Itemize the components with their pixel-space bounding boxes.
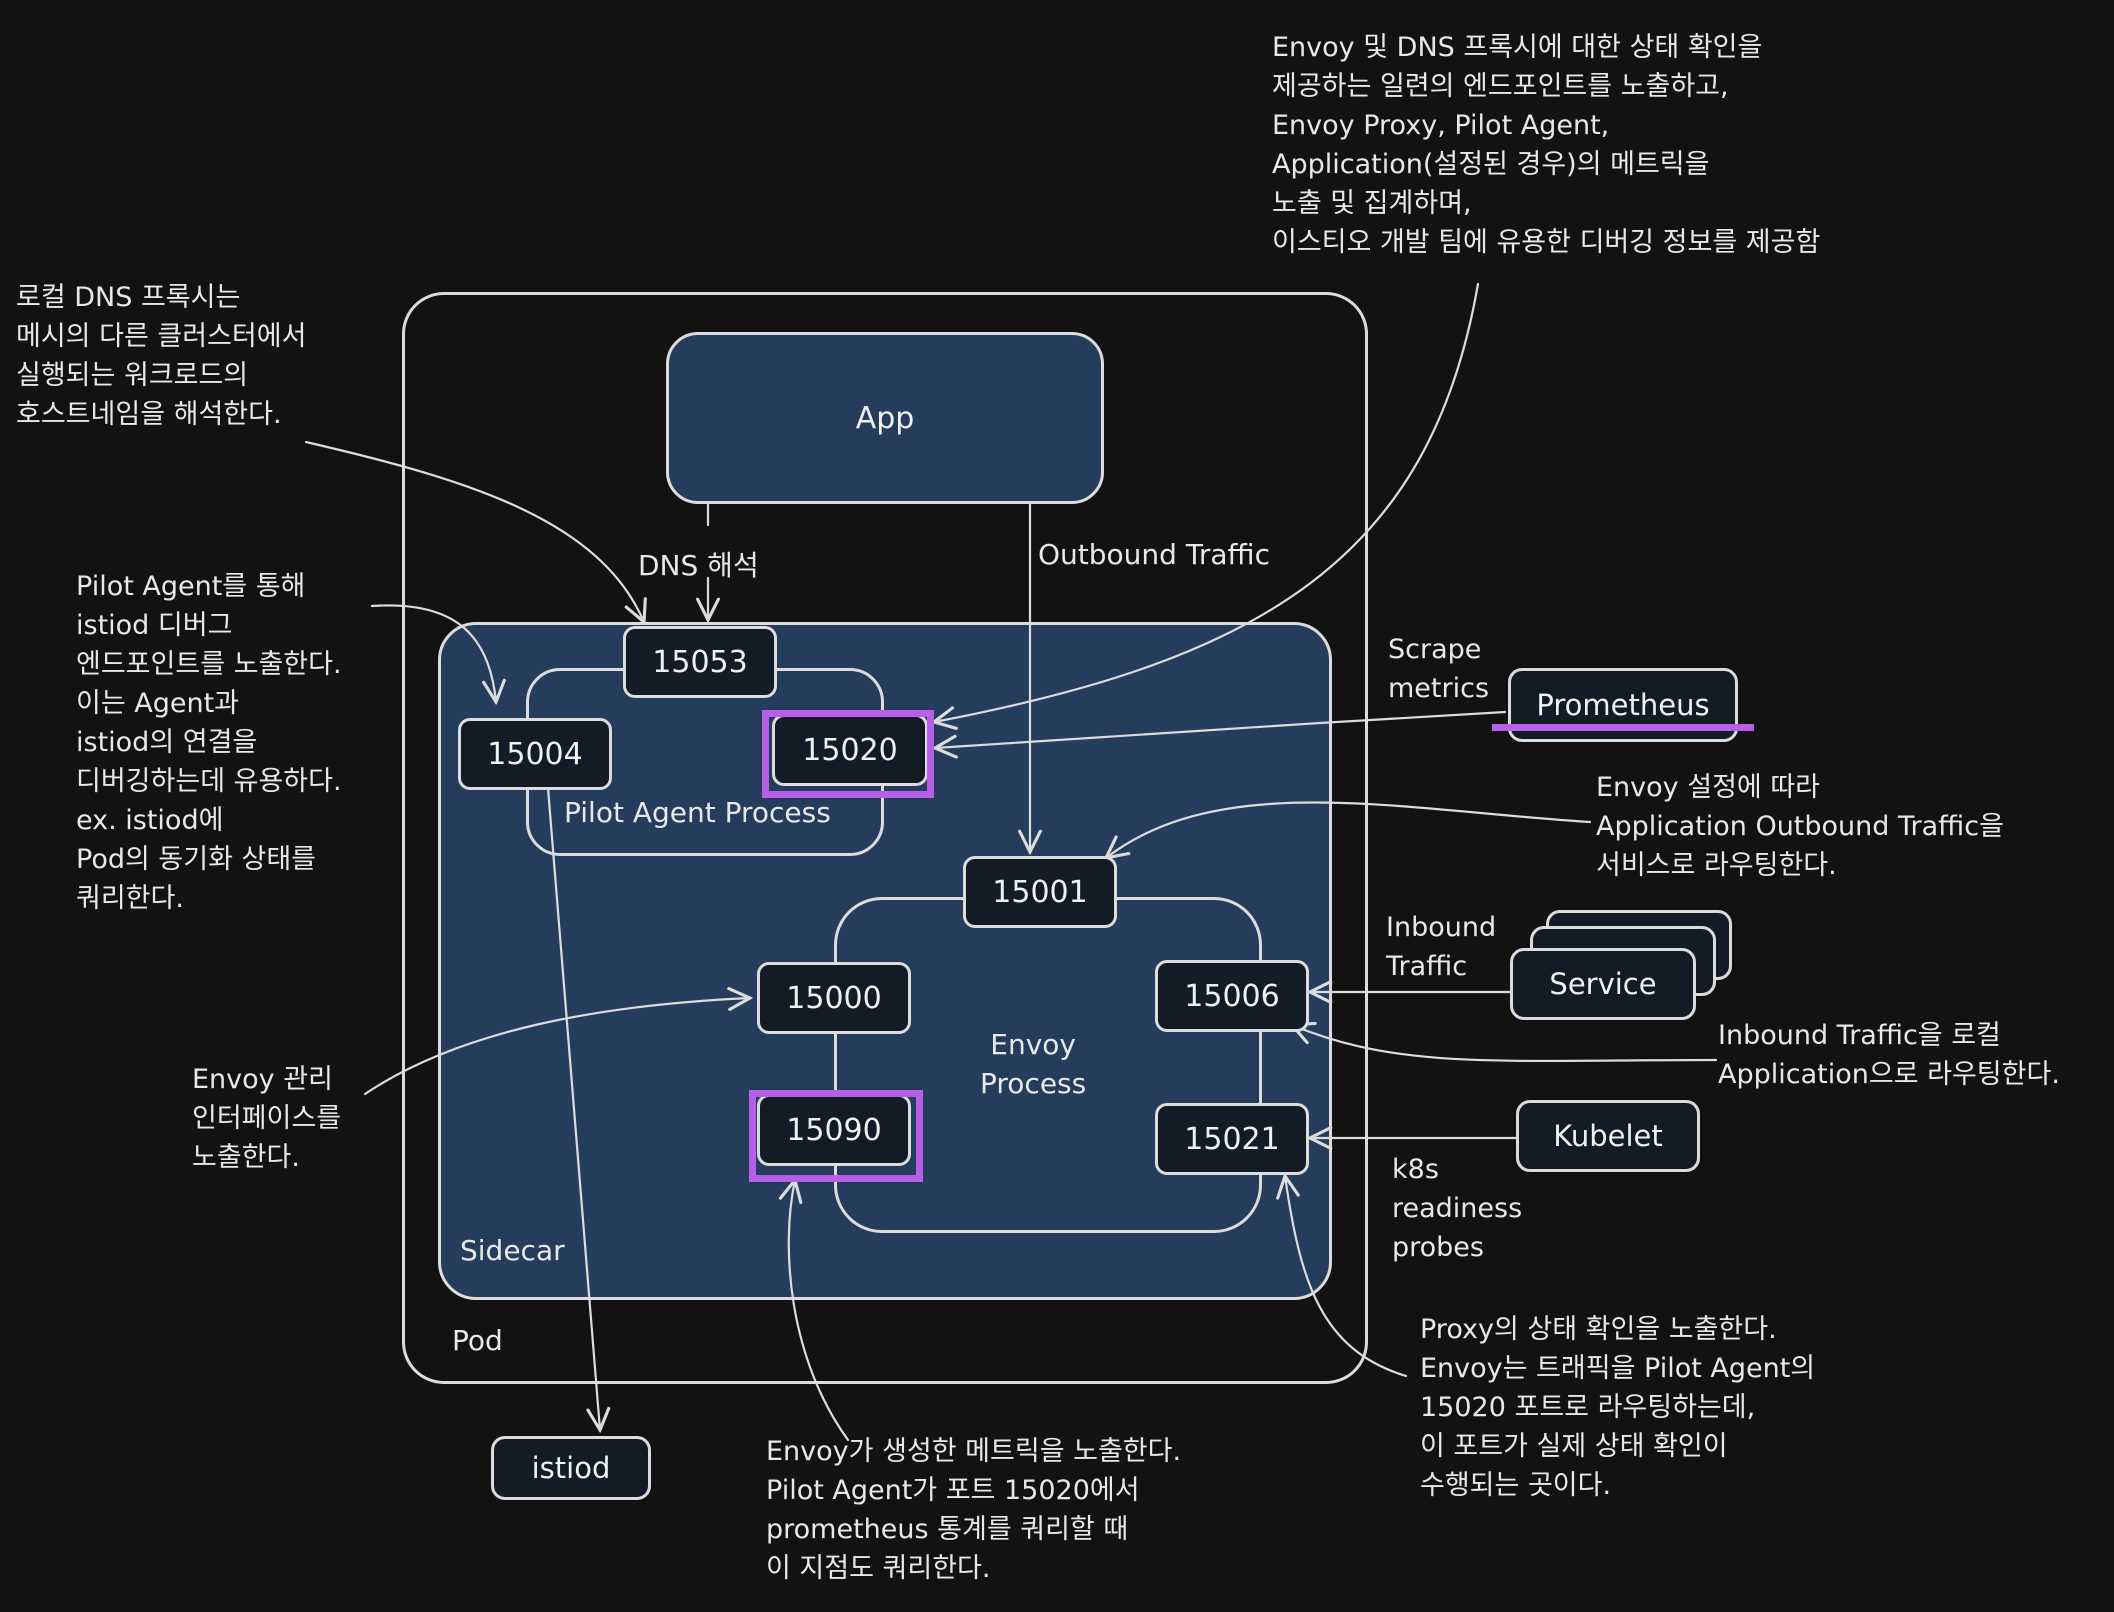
port-15006[interactable]: 15006 (1155, 960, 1309, 1032)
note-metrics-pointer (789, 1180, 850, 1442)
istiod-node[interactable]: istiod (491, 1436, 651, 1500)
port-15090[interactable]: 15090 (757, 1094, 911, 1166)
pod-container (402, 292, 1368, 1384)
prometheus-underline (1492, 724, 1754, 731)
port-15053[interactable]: 15053 (623, 626, 777, 698)
agent-to-istiod-arrow (546, 786, 600, 1430)
note-envoy-metrics: Envoy가 생성한 메트릭을 노출한다. Pilot Agent가 포트 15… (766, 1436, 1182, 1584)
highlight-15020 (762, 710, 934, 798)
highlight-15090 (749, 1090, 923, 1182)
outbound-traffic-label: Outbound Traffic (1038, 538, 1270, 571)
note-outbound-routing: Envoy 설정에 따라 Application Outbound Traffi… (1596, 772, 2004, 881)
note-outbound-pointer (1106, 801, 1592, 858)
inbound-traffic-label: Inbound Traffic (1386, 912, 1497, 982)
note-dns-proxy: 로컬 DNS 프록시는 메시의 다른 클러스터에서 실행되는 워크로드의 호스트… (16, 282, 307, 430)
envoy-process-label: Envoy Process (980, 1028, 1087, 1100)
note-inbound-pointer (1292, 1025, 1718, 1063)
app-node[interactable]: App (666, 332, 1104, 504)
prometheus-label: Prometheus (1536, 688, 1710, 722)
scrape-metrics-label: Scrape metrics (1388, 634, 1490, 704)
note-top-pointer (934, 282, 1480, 722)
note-pilot-agent-debug: Pilot Agent를 통해 istiod 디버그 엔드포인트를 노출한다. … (76, 571, 342, 914)
note-envoy-admin: Envoy 관리 인터페이스를 노출한다. (192, 1064, 342, 1173)
note-health-pointer (1285, 1176, 1408, 1378)
kubelet-label: Kubelet (1553, 1119, 1663, 1153)
kubelet-node[interactable]: Kubelet (1516, 1100, 1700, 1172)
port-15021[interactable]: 15021 (1155, 1103, 1309, 1175)
pod-label: Pod (452, 1324, 503, 1357)
sidecar-label: Sidecar (460, 1234, 565, 1267)
port-15000[interactable]: 15000 (757, 962, 911, 1034)
dns-resolution-label: DNS 해석 (638, 549, 759, 582)
app-label: App (855, 400, 915, 436)
port-15001[interactable]: 15001 (963, 856, 1117, 928)
port-15004[interactable]: 15004 (458, 718, 612, 790)
service-node[interactable]: Service (1510, 948, 1696, 1020)
readiness-probes-label: k8s readiness probes (1392, 1154, 1523, 1263)
note-dns-pointer (304, 440, 644, 622)
note-status-endpoints: Envoy 및 DNS 프록시에 대한 상태 확인을 제공하는 일련의 엔드포인… (1272, 32, 1821, 258)
prometheus-scrape-arrow (935, 710, 1507, 748)
note-admin-pointer (363, 998, 750, 1096)
istiod-label: istiod (531, 1451, 611, 1485)
pilot-agent-process-label: Pilot Agent Process (564, 796, 831, 829)
note-health-check: Proxy의 상태 확인을 노출한다. Envoy는 트래픽을 Pilot Ag… (1420, 1314, 1816, 1501)
service-label: Service (1549, 967, 1657, 1001)
note-pilot-agent-pointer (370, 604, 496, 702)
note-inbound-routing: Inbound Traffic을 로컬 Application으로 라우팅한다. (1718, 1020, 2060, 1090)
